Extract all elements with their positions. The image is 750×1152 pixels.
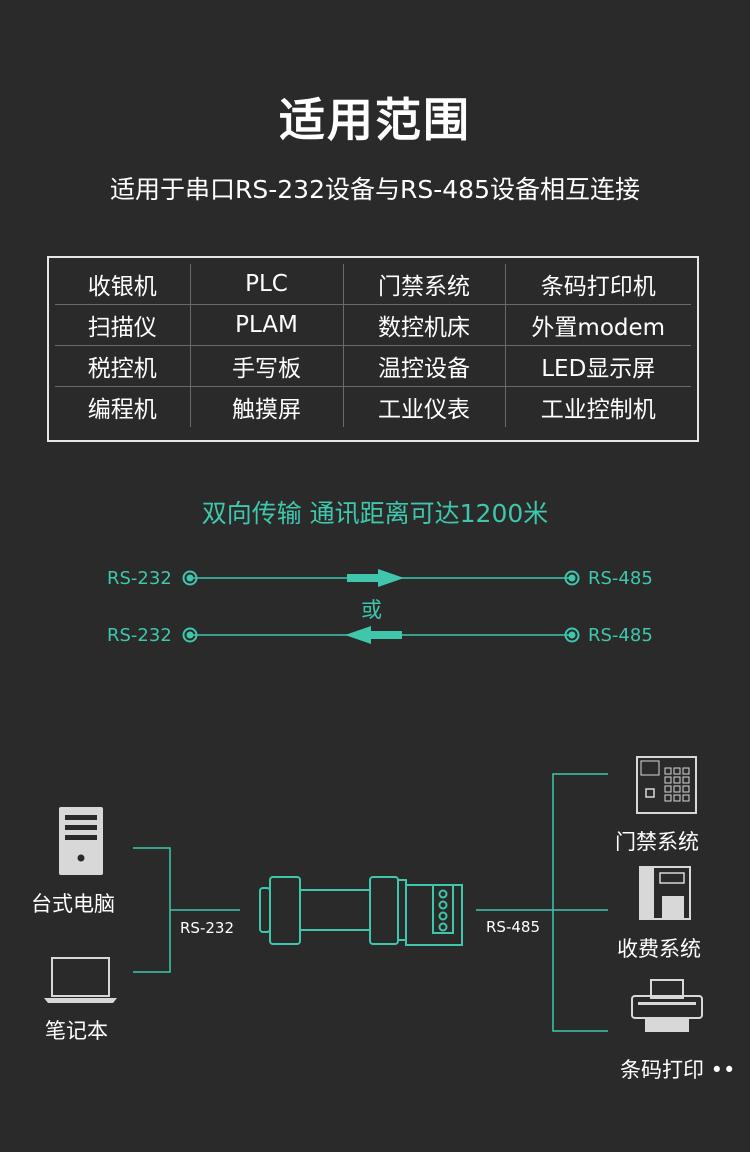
receipt-printer-icon [639,866,691,920]
arrow-left-icon [345,626,402,644]
table-cell: 扫描仪 [55,304,191,346]
table-cell: 数控机床 [343,304,506,346]
table-cell: 手写板 [190,345,344,387]
flow-line-2 [182,626,580,644]
barcode-printer-icon [631,979,703,1032]
table-cell: 温控设备 [343,345,506,387]
table-row: 编程机 触摸屏 工业仪表 工业控制机 [55,386,691,427]
flow-right-label-1: RS-485 [588,568,653,589]
flow-left-label-1: RS-232 [107,568,172,589]
laptop-icon [44,957,117,1003]
page-title: 适用范围 [279,93,471,147]
table-cell: 工业仪表 [343,386,506,427]
table-cell: 收银机 [55,264,191,305]
rs232-bus-lines [133,847,240,973]
flow-left-label-2: RS-232 [107,625,172,646]
application-table: 收银机 PLC 门禁系统 条码打印机 扫描仪 PLAM 数控机床 外置modem… [47,256,699,442]
table-cell: 条码打印机 [505,264,691,305]
rs232-connection-label: RS-232 [180,919,234,937]
table-cell: PLC [190,264,344,305]
table-cell: 税控机 [55,345,191,387]
table-cell: 门禁系统 [343,264,506,305]
table-cell: 触摸屏 [190,386,344,427]
device-label-access-control: 门禁系统 [615,830,699,854]
table-row: 收银机 PLC 门禁系统 条码打印机 [55,264,691,305]
table-row: 税控机 手写板 温控设备 LED显示屏 [55,345,691,387]
converter-icon [259,876,463,946]
arrow-right-icon [347,569,404,587]
table-cell: 外置modem [505,304,691,346]
rs485-connection-label: RS-485 [486,918,540,936]
table-row: 扫描仪 PLAM 数控机床 外置modem [55,304,691,346]
table-cell: LED显示屏 [505,345,691,387]
transmission-highlight: 双向传输 通讯距离可达1200米 [201,499,549,528]
table-cell: 工业控制机 [540,397,656,423]
flow-or-label: 或 [361,598,382,622]
device-label-toll-system: 收费系统 [617,937,701,961]
device-label-laptop: 笔记本 [45,1019,108,1043]
device-label-barcode-printer: 条码打印 •• [620,1058,736,1082]
flow-right-label-2: RS-485 [588,625,653,646]
desktop-tower-icon [59,807,103,875]
table-cell: PLAM [190,304,344,346]
device-label-desktop: 台式电脑 [31,892,115,916]
flow-line-1 [182,569,580,587]
rs485-bus-lines [476,773,608,1032]
table-cell: 编程机 [55,386,191,427]
access-keypad-icon [636,756,697,814]
page-subtitle: 适用于串口RS-232设备与RS-485设备相互连接 [110,175,640,204]
